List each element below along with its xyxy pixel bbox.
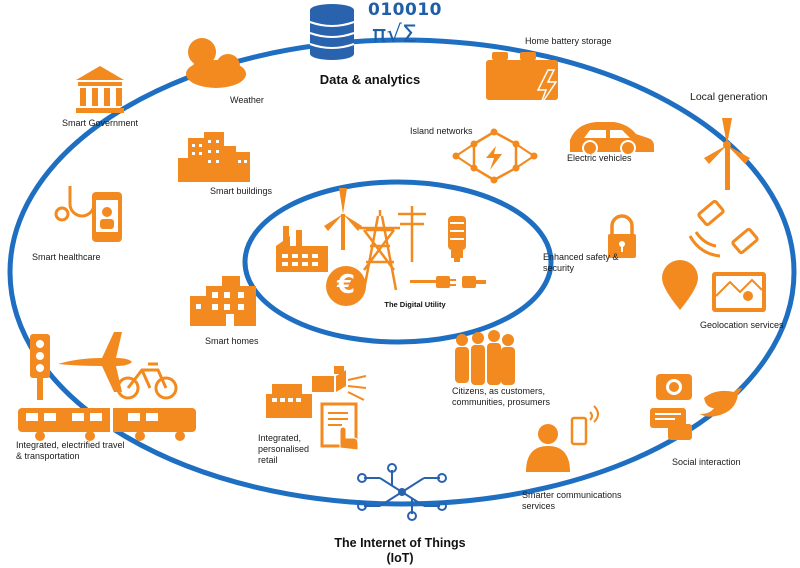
label-smart-healthcare: Smart healthcare (32, 252, 101, 262)
bulb-icon (448, 216, 466, 262)
label-citizens: Citizens, as customers, communities, pro… (452, 386, 551, 407)
geolocation-icon (662, 260, 766, 312)
pylon-icon (360, 210, 400, 291)
outer-ring (7, 37, 797, 507)
euro-symbol: € (336, 270, 356, 300)
transport-icon (18, 332, 196, 441)
euro-coin-icon (326, 266, 366, 306)
wireless-tag-icon (688, 199, 759, 258)
database-icon (309, 4, 355, 60)
citizens-icon (455, 330, 515, 385)
label-local-generation: Local generation (690, 91, 768, 103)
label-home-battery: Home battery storage (525, 36, 612, 46)
label-geolocation: Geolocation services (700, 320, 784, 330)
inner-ring (242, 179, 554, 345)
label-weather: Weather (230, 95, 264, 105)
label-smart-buildings: Smart buildings (210, 186, 273, 196)
label-enhanced-safety: Enhanced safety & security (543, 252, 619, 273)
factory-icon (276, 226, 328, 272)
inner-turbine-icon (324, 188, 362, 250)
label-smart-homes: Smart homes (205, 336, 259, 346)
iot-title-line2: (IoT) (386, 551, 414, 565)
digital-utility-title: The Digital Utility (384, 300, 446, 309)
communications-icon (526, 405, 599, 472)
battery-icon (486, 52, 558, 107)
label-smarter-comms: Smarter communications services (522, 490, 622, 511)
formula-text: π√Σ (372, 20, 417, 48)
island-network-icon (452, 128, 538, 184)
plug-icon (410, 276, 486, 288)
buildings-icon (178, 132, 250, 182)
label-transport: Integrated, electrified travel & transpo… (16, 440, 125, 461)
label-smart-government: Smart Government (62, 118, 139, 128)
label-retail: Integrated, personalised retail (258, 433, 310, 465)
retail-icon (266, 366, 367, 451)
data-analytics-title: Data & analytics (319, 72, 421, 87)
healthcare-icon (54, 186, 122, 242)
electric-car-icon (570, 122, 654, 156)
label-social-interaction: Social interaction (672, 457, 741, 467)
home-icon (190, 276, 256, 326)
padlock-icon (608, 214, 636, 258)
social-icon (650, 374, 742, 440)
government-icon (76, 66, 124, 113)
utility-pole-icon (398, 206, 426, 262)
binary-text: 010010 (368, 0, 442, 20)
weather-icon (186, 38, 246, 88)
label-electric-vehicles: Electric vehicles (567, 153, 632, 163)
wind-turbine-icon (704, 118, 750, 190)
iot-network-icon (357, 463, 447, 521)
label-island-networks: Island networks (410, 126, 473, 136)
iot-title-line1: The Internet of Things (334, 536, 466, 550)
